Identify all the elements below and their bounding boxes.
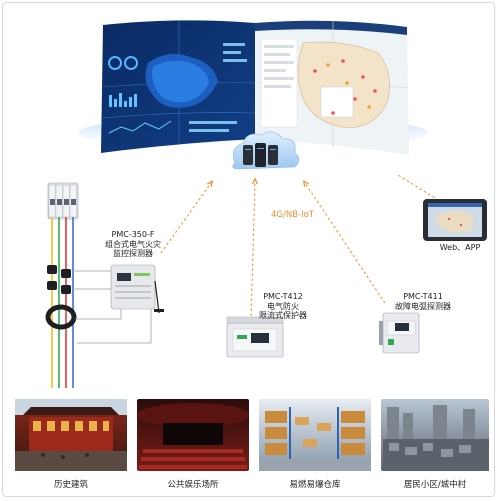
pmc-t411-label: PMC-T411 故障电弧探测器 (383, 292, 463, 311)
pmc-350-f-device (110, 264, 164, 314)
pmc-t411-name: 故障电弧探测器 (395, 301, 451, 311)
pmc-350-f-name-line1: 组合式电气火灾 (105, 239, 161, 249)
pmc-t412-name-line2: 限流式保护器 (259, 311, 307, 320)
pmc-350-f-model: PMC-350-F (111, 230, 155, 239)
pmc-t412-label: PMC-T412 电气防火 限流式保护器 (251, 292, 315, 321)
tablet-icon (423, 199, 487, 241)
scene-caption-public-entertainment: 公共娱乐场所 (167, 480, 219, 490)
scene-caption-warehouse: 易燃易爆仓库 (289, 480, 341, 490)
pmc-350-f-name-line2: 监控探测器 (113, 249, 153, 258)
network-label: 4G/NB-IoT (271, 210, 315, 220)
scene-caption-residential-area: 居民小区/城中村 (403, 480, 467, 490)
pmc-t412-name-line1: 电气防火 (267, 301, 299, 311)
cloud-server-icon (232, 131, 300, 170)
web-app-label: Web、APP (439, 243, 481, 252)
data-flow-arrows (160, 174, 443, 322)
circuit-breaker-icon (47, 182, 79, 220)
scene-photo-historic-building (15, 399, 127, 471)
pmc-t412-device (226, 316, 284, 358)
scene-photo-warehouse (259, 399, 371, 471)
monitoring-dashboard-wall (78, 20, 428, 155)
pmc-t411-device (379, 312, 420, 354)
pmc-t411-model: PMC-T411 (403, 292, 443, 301)
scene-photo-public-entertainment (137, 399, 249, 471)
scene-caption-historic-building: 历史建筑 (53, 480, 88, 490)
power-wires (51, 217, 74, 388)
pmc-350-f-label: PMC-350-F 组合式电气火灾 监控探测器 (101, 230, 165, 259)
diagram-frame: 4G/NB-IoT Web、APP PMC-350-F 组合式电气火灾 监控探测… (2, 2, 495, 497)
current-transformer-icons (45, 265, 77, 330)
pmc-t412-model: PMC-T412 (263, 292, 303, 301)
scene-photo-residential-area (381, 399, 489, 471)
system-diagram (15, 20, 489, 471)
